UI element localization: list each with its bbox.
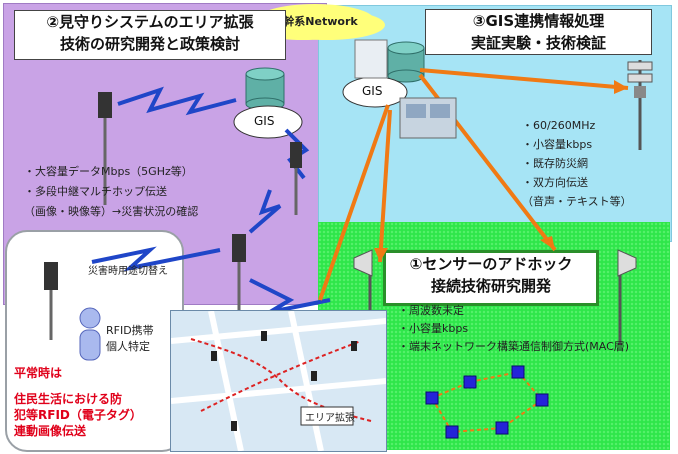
camera-pole-icon-3 [232, 234, 246, 318]
panel-3-title: ③GIS連携情報処理 実証実験・技術検証 [425, 9, 652, 55]
panel-2-title-line-2: 技術の研究開発と政策検討 [59, 35, 240, 53]
gis-database-icon-2 [387, 41, 425, 83]
panel-1-bullet-2: ・小容量kbps [398, 322, 469, 335]
rfid-label-line-1: RFID携帯 [106, 324, 154, 337]
panel-1-bullets: ・周波数未定 ・小容量kbps ・端末ネットワーク構築通信制御方式(MAC層) [398, 302, 629, 356]
panel-1-title: ①センサーのアドホック 接続技術研究開発 [383, 250, 599, 306]
camera-pole-icon-1 [98, 92, 112, 205]
panel-2-bullet-3: （画像・映像等）→災害状況の確認 [24, 205, 199, 218]
gis-label-1: GIS [254, 114, 275, 128]
panel-3-title-line-1: ③GIS連携情報処理 [472, 12, 605, 30]
disaster-switch-label: 災害時用途切替え [88, 266, 168, 277]
panel-2-bullet-1: ・大容量データMbps（5GHz等） [24, 165, 193, 178]
area-map-inset: エリア拡張 [170, 310, 387, 452]
panel-3-bullet-2: ・小容量kbps [522, 138, 593, 151]
wireless-link-1 [117, 86, 237, 116]
panel-2-bullet-2: ・多段中継マルチホップ伝送 [24, 185, 167, 198]
sensor-mesh-network [425, 365, 549, 439]
panel-2-title: ②見守りシステムのエリア拡張 技術の研究開発と政策検討 [14, 10, 286, 60]
panel-2-title-line-1: ②見守りシステムのエリア拡張 [46, 13, 254, 31]
camera-pole-icon-2 [290, 142, 302, 215]
building-photo-icon [354, 39, 457, 139]
gis-label-2: GIS [362, 84, 383, 98]
panel-3-bullet-5: （音声・テキスト等） [522, 195, 632, 208]
panel-1-bullet-1: ・周波数未定 [398, 304, 464, 317]
rfid-label-line-2: 個人特定 [106, 340, 150, 353]
panel-3-title-line-2: 実証実験・技術検証 [470, 34, 606, 52]
panel-1-title-line-1: ①センサーのアドホック [409, 255, 573, 273]
normal-time-line-2: 犯等RFID（電子タグ） [14, 408, 142, 422]
backbone-label: 基幹系Network [272, 15, 358, 28]
panel-1-bullet-3: ・端末ネットワーク構築通信制御方式(MAC層) [398, 340, 630, 353]
map-roads [171, 311, 386, 451]
panel-3-bullets: ・60/260MHz ・小容量kbps ・既存防災網 ・双方向伝送 （音声・テキ… [522, 116, 632, 211]
panel-3-bullet-4: ・双方向伝送 [522, 176, 588, 189]
map-area-label: エリア拡張 [305, 413, 355, 424]
wireless-link-3 [248, 189, 282, 234]
normal-time-label: 平常時は [14, 366, 63, 380]
gis-node-ellipse-1 [233, 105, 303, 139]
arrow-heads [374, 80, 628, 262]
wireless-link-4 [91, 246, 221, 272]
normal-time-line-3: 連動画像伝送 [14, 424, 87, 438]
panel-3-bullet-1: ・60/260MHz [522, 119, 596, 132]
antenna-tower-icon-1 [627, 60, 653, 150]
camera-pole-icon-4 [44, 262, 58, 340]
panel-1-title-line-2: 接続技術研究開発 [430, 277, 551, 295]
panel-2-bullets: ・大容量データMbps（5GHz等） ・多段中継マルチホップ伝送 （画像・映像等… [24, 162, 198, 222]
speaker-pole-icon-2 [617, 249, 637, 345]
person-icon [79, 307, 101, 361]
gis-database-icon-1 [245, 67, 285, 111]
normal-time-line-1: 住民生活における防 [14, 392, 123, 406]
wireless-link-5 [249, 278, 331, 314]
panel-3-bullet-3: ・既存防災網 [522, 157, 588, 170]
